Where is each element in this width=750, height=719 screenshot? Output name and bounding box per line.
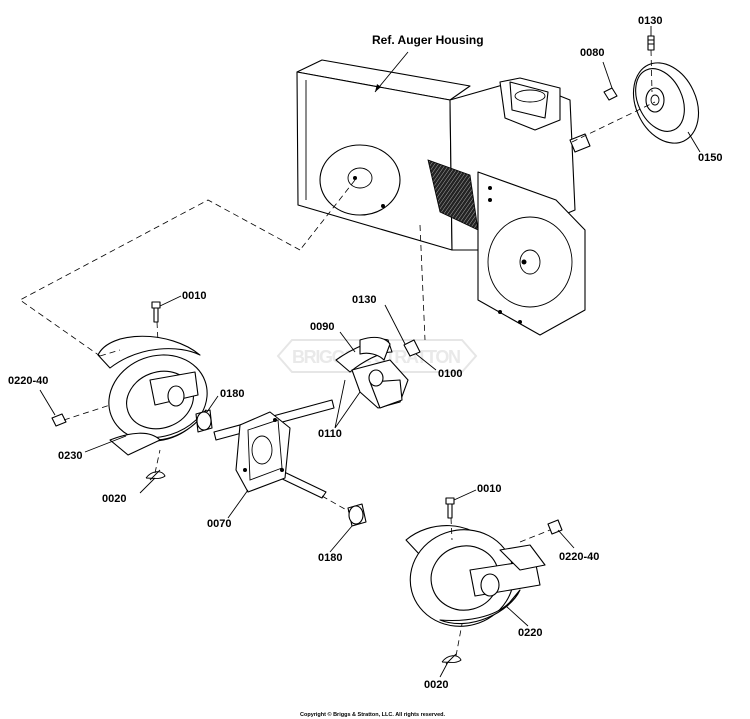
bushing-0180-bottom: [347, 503, 367, 527]
auger-right-0220: [405, 525, 546, 627]
callout-0230: 0230: [58, 450, 82, 462]
callout-0110: 0110: [318, 428, 342, 440]
gearbox-0070: [213, 399, 335, 499]
callout-0070: 0070: [207, 518, 231, 530]
alignment-dashed-lines: [19, 179, 551, 657]
auger-left-0230: [97, 335, 208, 456]
callout-leaders: [39, 26, 701, 678]
callout-0220-40-right: 0220-40: [559, 551, 599, 563]
callout-0130-top: 0130: [638, 15, 662, 27]
nut-0220-40-left: [51, 413, 67, 427]
set-screw-0130-top: [647, 35, 655, 51]
auger-housing: [296, 59, 591, 336]
callout-0220-40-left: 0220-40: [8, 375, 48, 387]
pin-0020-left: [145, 469, 166, 481]
callout-0130-mid: 0130: [352, 294, 376, 306]
callout-0150: 0150: [698, 152, 722, 164]
callout-0090: 0090: [310, 321, 334, 333]
set-screw-0130-mid: [403, 339, 421, 357]
callout-0010-right: 0010: [477, 483, 501, 495]
key-0080: [603, 87, 618, 101]
callout-0010-left: 0010: [182, 290, 206, 302]
callout-0020-left: 0020: [102, 493, 126, 505]
impeller-0090: [335, 336, 409, 409]
callout-0080: 0080: [580, 47, 604, 59]
copyright-notice: Copyright © Briggs & Stratton, LLC. All …: [300, 711, 446, 718]
callout-0220: 0220: [518, 627, 542, 639]
callout-0100: 0100: [438, 368, 462, 380]
callout-0180-bottom: 0180: [318, 552, 342, 564]
bolt-0010-left: [151, 301, 161, 323]
pin-0020-bottom: [441, 653, 462, 665]
callout-labels: 0130 0080 0150 0010 0130 0090 0100 0110 …: [8, 15, 722, 691]
housing-reference-label: Ref. Auger Housing: [372, 33, 484, 47]
bushing-0180-top: [195, 409, 213, 433]
pulley-0150: [632, 62, 700, 144]
bolt-0010-right: [445, 497, 455, 519]
callout-0020-bottom: 0020: [424, 679, 448, 691]
callout-0180-top: 0180: [220, 388, 244, 400]
